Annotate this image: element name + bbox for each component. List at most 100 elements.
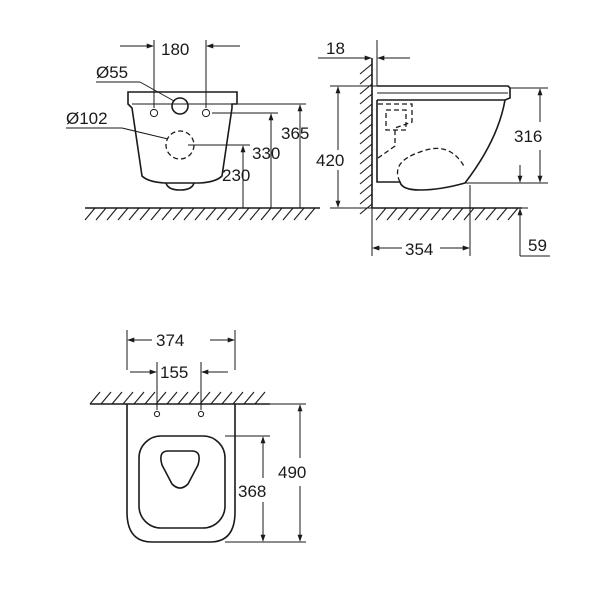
top-wall-hatch [89, 391, 266, 405]
side-view: 18 420 316 354 59 [316, 39, 550, 259]
hatch-mark [463, 207, 475, 221]
hatch-mark [441, 207, 453, 221]
hatch-mark [408, 207, 420, 221]
hatch-mark [419, 207, 431, 221]
side-dim-59-label: 59 [528, 236, 547, 255]
front-drain-bump [165, 182, 195, 191]
hatch-mark [359, 153, 373, 165]
top-bowl-outline [126, 404, 236, 543]
hatch-mark [117, 207, 129, 221]
side-top-outline [377, 85, 511, 101]
hatch-mark [100, 391, 112, 405]
hatch-mark [177, 391, 189, 405]
top-dim-368-label: 368 [238, 482, 266, 501]
hatch-mark [205, 207, 217, 221]
side-wall-hatch [359, 63, 373, 215]
hatch-mark [359, 133, 373, 145]
front-floor-hatch [84, 207, 316, 221]
front-dim-180-label: 180 [161, 40, 189, 59]
hatch-mark [359, 113, 373, 125]
top-bowl-inner [160, 450, 200, 489]
front-bowl-outline [127, 91, 238, 184]
hatch-mark [155, 391, 167, 405]
hatch-mark [249, 207, 261, 221]
hatch-mark [139, 207, 151, 221]
hatch-mark [95, 207, 107, 221]
top-bolt-hole-left [153, 410, 161, 418]
hatch-mark [254, 391, 266, 405]
hatch-mark [375, 207, 387, 221]
hatch-mark [359, 103, 373, 115]
hatch-mark [221, 391, 233, 405]
hatch-mark [260, 207, 272, 221]
front-dim-d102-leader-diag [121, 127, 169, 140]
hatch-mark [89, 391, 101, 405]
hatch-mark [359, 163, 373, 175]
hatch-mark [183, 207, 195, 221]
hatch-mark [474, 207, 486, 221]
hatch-mark [172, 207, 184, 221]
hatch-mark [227, 207, 239, 221]
hatch-mark [133, 391, 145, 405]
hatch-mark [359, 193, 373, 205]
hatch-mark [210, 391, 222, 405]
hatch-mark [232, 391, 244, 405]
hatch-mark [485, 207, 497, 221]
hatch-mark [194, 207, 206, 221]
hatch-mark [238, 207, 250, 221]
hatch-mark [386, 207, 398, 221]
hatch-mark [359, 93, 373, 105]
side-floor-hatch [375, 207, 519, 221]
front-dim-230-label: 230 [222, 166, 250, 185]
hatch-mark [359, 63, 373, 75]
top-bolt-hole-right [197, 410, 205, 418]
hatch-mark [122, 391, 134, 405]
hatch-mark [507, 207, 519, 221]
top-seat-opening [138, 435, 226, 529]
hatch-mark [359, 123, 373, 135]
hatch-mark [243, 391, 255, 405]
hatch-mark [188, 391, 200, 405]
side-bowl-outline [376, 99, 506, 191]
hatch-mark [304, 207, 316, 221]
front-dim-d55-label: Ø55 [96, 63, 128, 82]
front-inlet-circle [171, 97, 189, 115]
hatch-mark [359, 183, 373, 195]
side-dim-420-label: 420 [316, 151, 344, 170]
side-bowl-inner [377, 103, 466, 183]
top-dim-490-label: 490 [278, 463, 306, 482]
hatch-mark [397, 207, 409, 221]
front-view: 180 Ø55 Ø102 230 330 365 [66, 40, 320, 221]
front-bolt-hole-right [201, 108, 211, 118]
hatch-mark [161, 207, 173, 221]
hatch-mark [144, 391, 156, 405]
hatch-mark [216, 207, 228, 221]
hatch-mark [282, 207, 294, 221]
hatch-mark [84, 207, 96, 221]
hatch-mark [496, 207, 508, 221]
hatch-mark [199, 391, 211, 405]
hatch-mark [452, 207, 464, 221]
hatch-mark [430, 207, 442, 221]
side-dim-354-label: 354 [405, 240, 433, 259]
front-dim-d102-label: Ø102 [66, 109, 108, 128]
hatch-mark [111, 391, 123, 405]
front-dim-365-label: 365 [281, 124, 309, 143]
top-view: 374 155 368 490 [89, 330, 306, 543]
top-dim-155-label: 155 [160, 363, 188, 382]
hatch-mark [293, 207, 305, 221]
front-dim-d55-leader-diag [139, 81, 175, 102]
hatch-mark [359, 73, 373, 85]
hatch-mark [359, 173, 373, 185]
hatch-mark [150, 207, 162, 221]
side-dim-18-label: 18 [326, 39, 345, 58]
front-bolt-hole-left [149, 108, 159, 118]
side-dim-316-label: 316 [514, 127, 542, 146]
hatch-mark [359, 143, 373, 155]
hatch-mark [128, 207, 140, 221]
hatch-mark [166, 391, 178, 405]
side-tank-dashed [385, 109, 407, 131]
front-dim-330-label: 330 [252, 144, 280, 163]
top-dim-374-label: 374 [156, 331, 184, 350]
